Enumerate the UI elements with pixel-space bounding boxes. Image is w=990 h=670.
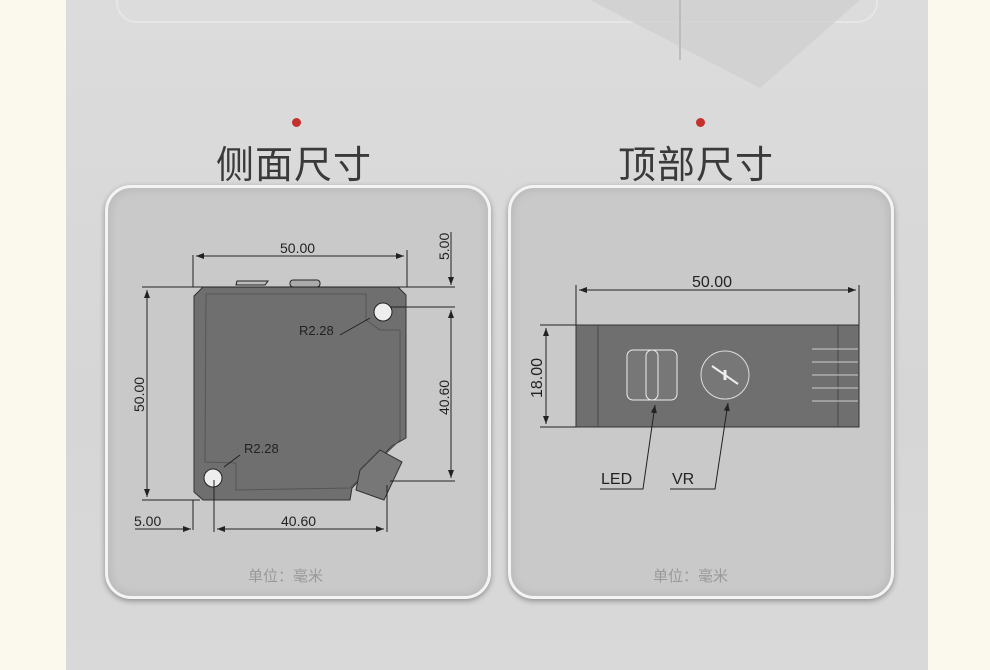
side-offset-left-label: 5.00 bbox=[134, 513, 161, 529]
side-hole-spacing-right-label: 40.60 bbox=[436, 380, 452, 415]
top-view-drawing bbox=[540, 285, 860, 490]
led-label: LED bbox=[601, 471, 632, 488]
top-height-label: 18.00 bbox=[529, 358, 546, 398]
side-hole-spacing-bottom-label: 40.60 bbox=[281, 513, 316, 529]
side-radius-bottom-label: R2.28 bbox=[244, 441, 279, 456]
side-radius-top-label: R2.28 bbox=[299, 323, 334, 338]
title-dot-top bbox=[696, 118, 705, 127]
side-view-drawing bbox=[135, 232, 455, 532]
side-offset-right-label: 5.00 bbox=[436, 233, 452, 260]
title-dot-side bbox=[292, 118, 301, 127]
side-height-label: 50.00 bbox=[131, 377, 147, 412]
top-width-label: 50.00 bbox=[692, 274, 732, 291]
side-width-label: 50.00 bbox=[280, 240, 315, 256]
top-view-unit: 单位：毫米 bbox=[653, 567, 729, 585]
top-view-title: 顶部尺寸 bbox=[618, 143, 775, 187]
side-view-title: 侧面尺寸 bbox=[216, 143, 373, 187]
side-view-unit: 单位：毫米 bbox=[248, 567, 324, 585]
vr-label: VR bbox=[672, 471, 694, 488]
